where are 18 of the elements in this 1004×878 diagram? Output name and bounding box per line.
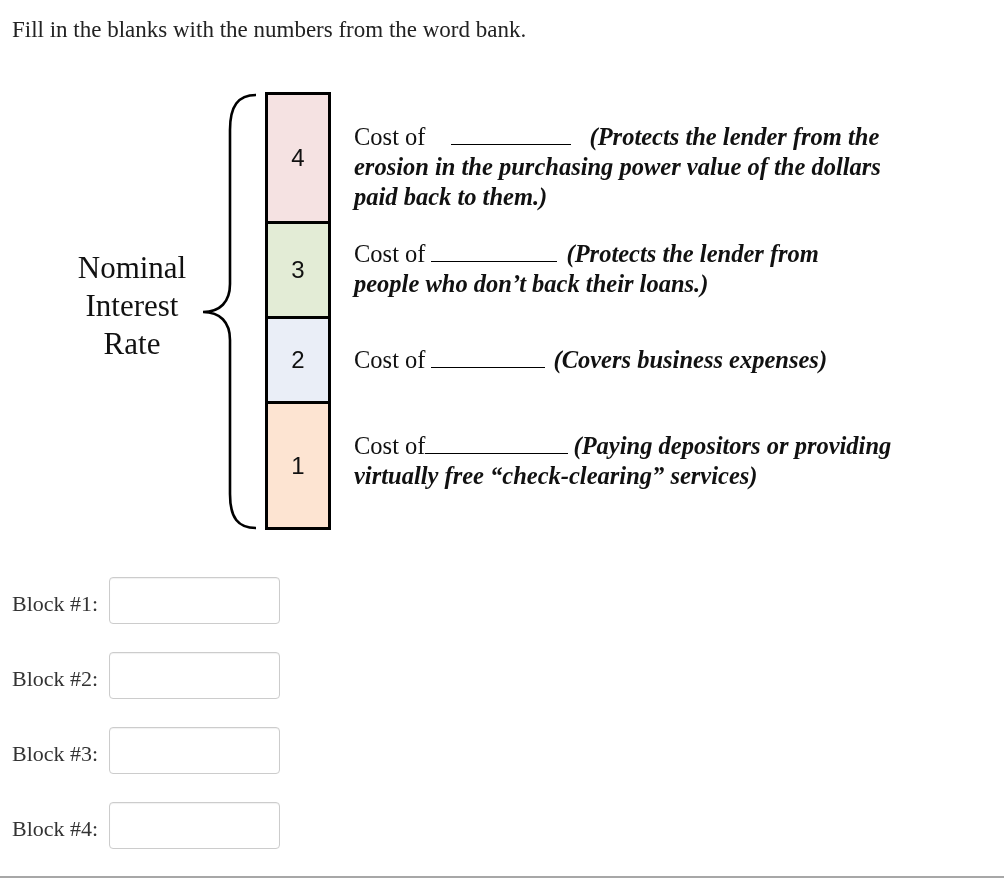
stack-block	[265, 316, 331, 404]
block-number: 2	[291, 346, 305, 374]
field-label: Block #3:	[12, 741, 99, 767]
field-label: Block #2:	[12, 666, 99, 692]
question-text: Cost of (Covers business expenses)	[354, 345, 828, 375]
field-label: Block #1:	[12, 591, 99, 617]
stack-block	[265, 401, 331, 530]
block-number: 1	[291, 451, 305, 480]
instruction-text: Fill in the blanks with the numbers from the word bank.	[12, 17, 527, 43]
stack-block	[265, 221, 331, 319]
stack-block	[265, 92, 331, 224]
field-label: Block #4:	[12, 816, 99, 842]
block-number: 3	[291, 256, 305, 284]
bracket-label: Nominal Interest Rate	[76, 249, 188, 363]
question-text: Cost of (Protects the lender from the erosion in the purchasing power value of the dollars paid back to them.)	[354, 122, 882, 212]
question-text: Cost of (Paying depositors or providing virtually free “check-clearing” services)	[354, 431, 893, 491]
block-number: 4	[291, 144, 305, 172]
question-text: Cost of (Protects the lender from people who don’t back their loans.)	[354, 239, 820, 299]
